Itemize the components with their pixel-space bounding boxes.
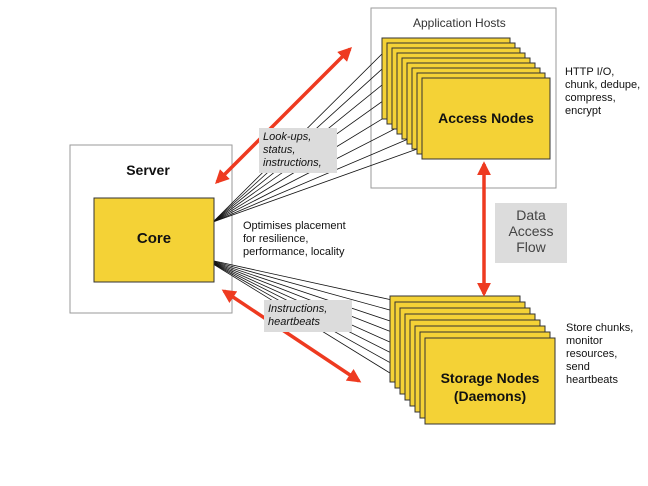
server-title: Server <box>126 162 170 178</box>
storage-nodes-duties: Store chunks, monitor resources, send he… <box>566 322 633 387</box>
storage-nodes-stack <box>389 295 556 425</box>
core-box <box>93 197 215 283</box>
core-access-arrow <box>215 47 352 184</box>
flow-line: Flow <box>516 239 546 255</box>
access-nodes-label: Access Nodes <box>438 110 534 126</box>
access-nodes-stack <box>381 37 551 160</box>
note-line: for resilience, <box>243 233 309 245</box>
note-line: status, <box>263 144 296 156</box>
duty-line: encrypt <box>565 105 602 117</box>
core-storage-arrow <box>221 289 362 383</box>
duty-line: chunk, dedupe, <box>565 79 641 91</box>
duty-line: compress, <box>565 92 616 104</box>
flow-line: Access <box>508 223 554 239</box>
placement-note: Optimises placement for resilience, perf… <box>243 220 346 259</box>
application-hosts-title: Application Hosts <box>413 16 506 30</box>
storage-nodes-label-line2: (Daemons) <box>453 388 527 404</box>
access-nodes-duties: HTTP I/O, chunk, dedupe, compress, encry… <box>565 66 640 118</box>
duty-line: send <box>566 361 590 373</box>
duty-line: heartbeats <box>566 374 618 386</box>
duty-line: resources, <box>566 348 618 360</box>
duty-line: monitor <box>566 335 603 347</box>
duty-line: Store chunks, <box>566 322 634 334</box>
server-frame <box>69 144 233 314</box>
note-line: instructions, <box>263 157 322 169</box>
application-hosts-frame <box>370 7 557 189</box>
core-access-note: Look-ups, status, instructions, <box>259 128 337 173</box>
core-label: Core <box>136 230 172 247</box>
storage-nodes-label: Storage Nodes (Daemons) <box>425 369 555 405</box>
note-line: Look-ups, <box>263 131 312 143</box>
flow-line: Data <box>516 207 546 223</box>
data-access-flow-label: Data Access Flow <box>495 203 567 263</box>
note-line: heartbeats <box>268 316 320 328</box>
duty-line: HTTP I/O, <box>565 66 615 78</box>
core-storage-note: Instructions, heartbeats <box>264 300 352 332</box>
note-line: Instructions, <box>268 303 328 315</box>
note-line: Optimises placement <box>243 220 346 232</box>
note-line: performance, locality <box>243 246 345 258</box>
storage-nodes-label-line1: Storage Nodes <box>440 370 540 386</box>
